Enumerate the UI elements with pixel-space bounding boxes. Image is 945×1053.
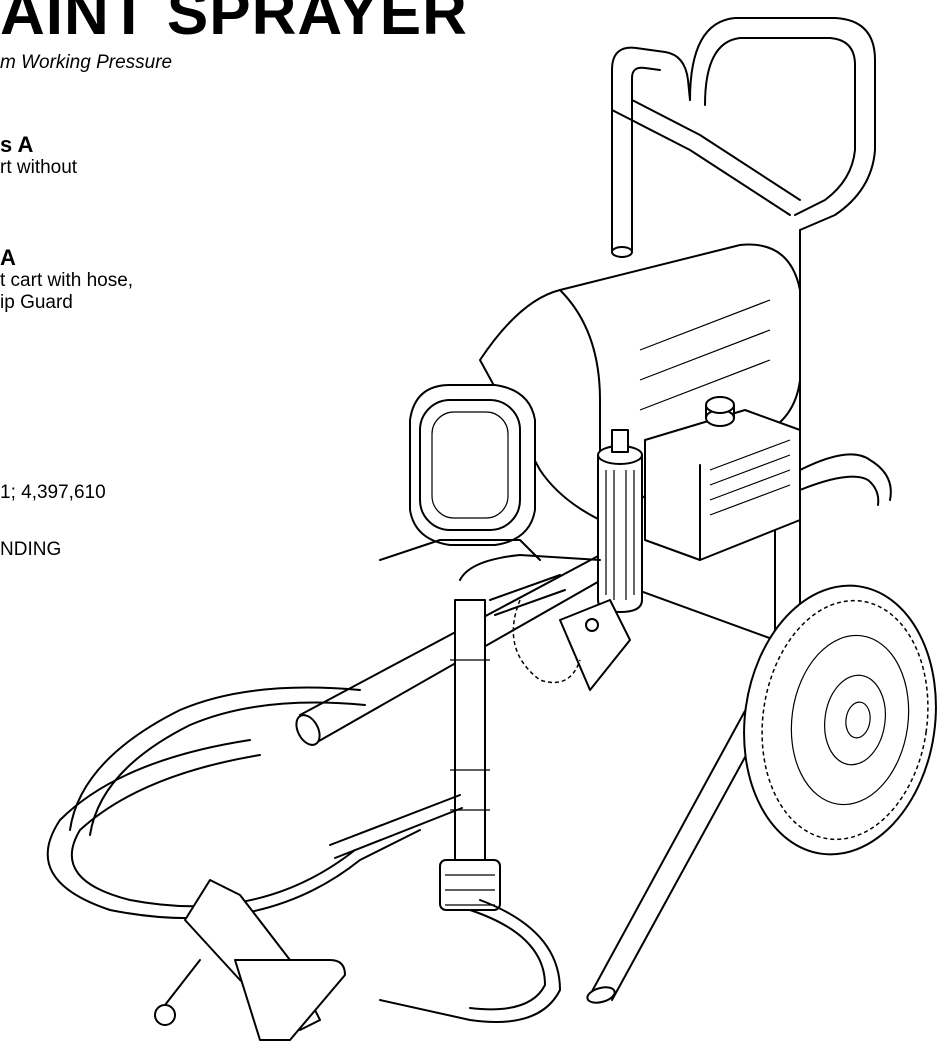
cart-wheel <box>743 584 937 856</box>
page-title: AINT SPRAYER <box>0 0 468 48</box>
pressure-control-box <box>644 396 801 561</box>
patent-pending: NDING <box>0 539 62 560</box>
page-subtitle: m Working Pressure <box>0 52 173 73</box>
pump-suction-tube <box>379 539 601 911</box>
prime-valve-flap <box>512 599 631 691</box>
model-2-description-line-2: ip Guard <box>0 292 73 313</box>
model-2-heading: A <box>0 245 16 270</box>
model-2-description-line-1: t cart with hose, <box>0 270 134 291</box>
fluid-hose <box>46 453 892 1023</box>
model-1-heading: s A <box>0 132 34 157</box>
model-1-description-line: rt without <box>0 157 78 178</box>
filter-canister <box>597 429 643 613</box>
spray-gun <box>154 879 346 1041</box>
motor-front-cap <box>409 384 536 546</box>
patent-numbers: 1; 4,397,610 <box>0 482 106 503</box>
model-1-description: rt without <box>0 157 77 179</box>
model-2-description: t cart with hose, ip Guard <box>0 270 133 314</box>
